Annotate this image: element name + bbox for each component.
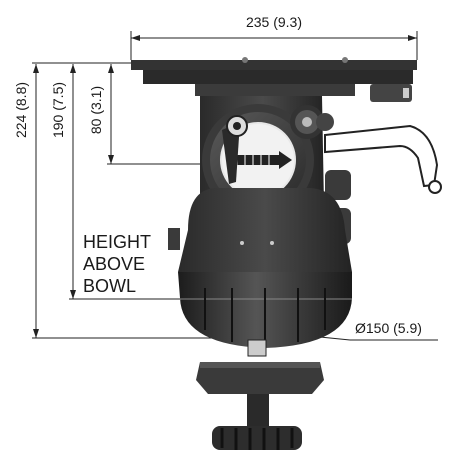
bowl-height-dimension-label: 190 (7.5) xyxy=(50,82,66,138)
pan-bar-end-icon xyxy=(428,180,442,194)
height-above-bowl-line1: HEIGHT xyxy=(83,232,151,252)
pan-bar xyxy=(324,124,439,188)
height-above-bowl-line2: ABOVE xyxy=(83,254,145,274)
width-dimension-label: 235 (9.3) xyxy=(246,14,302,30)
tilt-lock-lever xyxy=(222,122,240,184)
leveling-knob xyxy=(212,426,302,450)
total-height-dimension-label: 224 (8.8) xyxy=(13,82,29,138)
camera-plate xyxy=(131,57,417,102)
axis-height-dimension-label: 80 (3.1) xyxy=(88,86,104,134)
leveling-stud xyxy=(247,339,267,357)
bowl-diameter-label: Ø150 (5.9) xyxy=(355,320,422,336)
leveling-shaft xyxy=(247,394,269,426)
leveling-disc xyxy=(196,362,324,394)
dimension-lines xyxy=(32,31,438,341)
head-base xyxy=(178,188,352,272)
height-above-bowl-line3: BOWL xyxy=(83,276,136,296)
side-knob-upper xyxy=(325,170,351,200)
tripod-head-illustration xyxy=(131,57,442,450)
